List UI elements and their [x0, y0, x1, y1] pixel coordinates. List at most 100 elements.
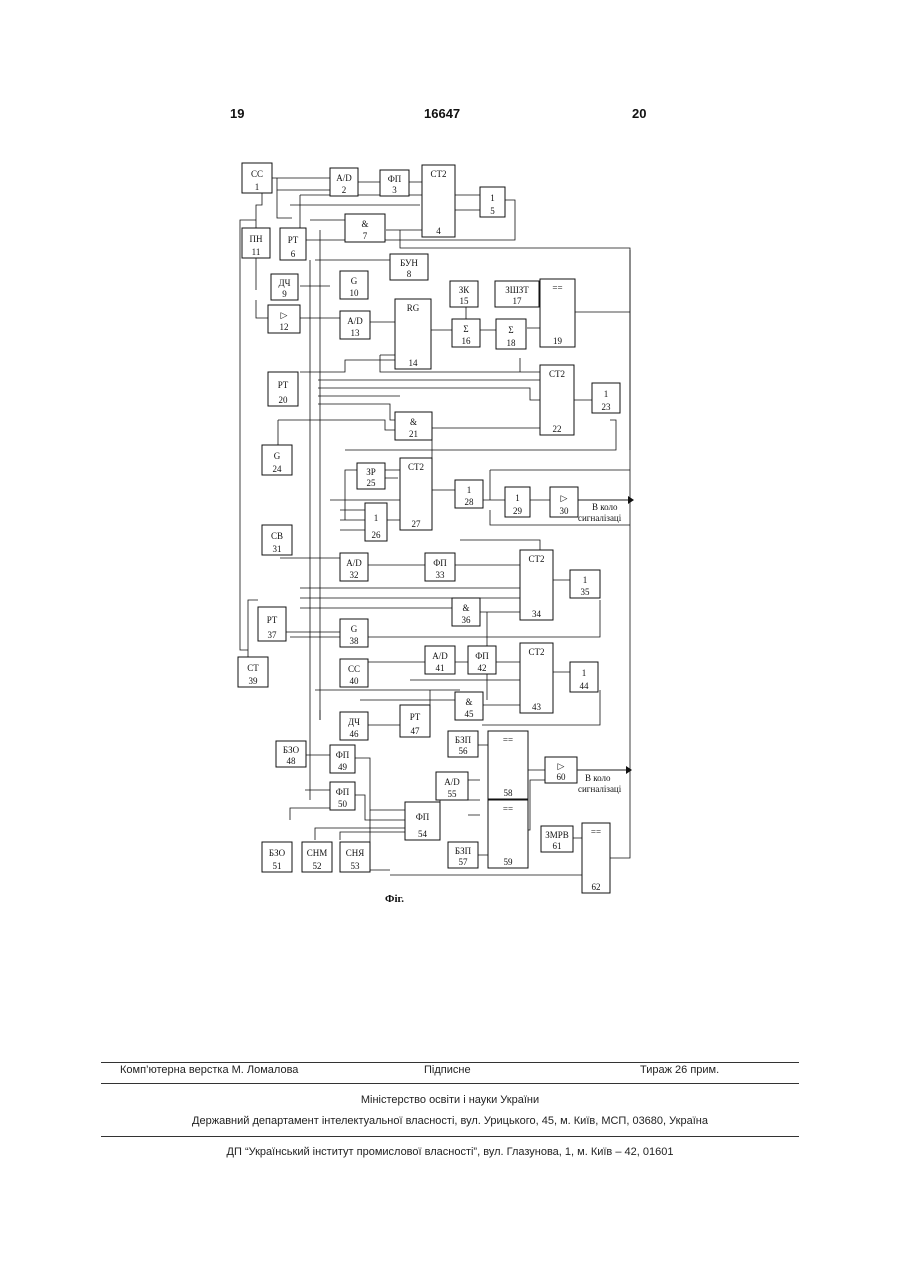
block-13-number: 13 — [351, 328, 361, 338]
block-59-label: == — [503, 804, 513, 814]
block-54: ФП54 — [405, 802, 440, 840]
block-38: G38 — [340, 619, 368, 647]
block-6-label: РТ — [288, 235, 299, 245]
block-53-number: 53 — [351, 861, 361, 871]
block-3: ФП3 — [380, 170, 409, 196]
block-26-number: 26 — [372, 530, 382, 540]
block-58-number: 58 — [504, 788, 514, 798]
block-41-label: A/D — [432, 651, 448, 661]
block-9: ДЧ9 — [271, 274, 298, 300]
block-57: БЗП57 — [448, 842, 478, 868]
block-46: ДЧ46 — [340, 712, 368, 740]
block-52-number: 52 — [313, 861, 322, 871]
block-40: СС40 — [340, 659, 368, 687]
block-39: СТ39 — [238, 657, 268, 687]
block-56-label: БЗП — [455, 735, 472, 745]
block-9-label: ДЧ — [279, 278, 291, 288]
block-7: &7 — [345, 214, 385, 242]
block-32: A/D32 — [340, 553, 368, 581]
block-50-number: 50 — [338, 799, 348, 809]
footer-rule-3 — [101, 1136, 799, 1137]
block-55: A/D55 — [436, 772, 468, 800]
block-55-number: 55 — [448, 789, 458, 799]
block-57-label: БЗП — [455, 846, 472, 856]
block-4-label: СТ2 — [430, 169, 446, 179]
block-30: ▷ 30 — [550, 487, 578, 517]
block-41: A/D 41 — [425, 646, 455, 674]
footer-department: Державний департамент інтелектуальної вл… — [101, 1115, 799, 1127]
block-42-label: ФП — [475, 651, 489, 661]
block-3-label: ФП — [388, 174, 402, 184]
block-18-label: Σ — [508, 325, 513, 335]
block-58-label: == — [503, 735, 513, 745]
block-18-number: 18 — [507, 338, 517, 348]
block-34-label: СТ2 — [528, 554, 544, 564]
output-label-alarm-2: В коло сигналізаці — [578, 766, 632, 794]
block-25-number: 25 — [367, 478, 377, 488]
block-42-number: 42 — [478, 663, 487, 673]
block-32-number: 32 — [350, 570, 359, 580]
block-34: СТ234 — [520, 550, 553, 620]
block-61-label: ЗМРВ — [545, 830, 569, 840]
block-12: ▷12 — [268, 305, 300, 333]
block-16-number: 16 — [462, 336, 472, 346]
block-52: СНМ 52 — [302, 842, 332, 872]
block-5: 15 — [480, 187, 505, 217]
block-53: СНЯ53 — [340, 842, 370, 872]
footer-ministry: Міністерство освіти і науки України — [101, 1094, 799, 1106]
block-58: == 58 — [488, 731, 528, 799]
block-18: Σ 18 — [496, 319, 526, 349]
block-27-number: 27 — [412, 519, 422, 529]
block-24-label: G — [274, 451, 281, 461]
block-59: ==59 — [488, 800, 528, 868]
block-29: 129 — [505, 487, 530, 517]
block-1-number: 1 — [255, 182, 260, 192]
block-52-label: СНМ — [307, 848, 328, 858]
block-28-number: 28 — [465, 497, 475, 507]
block-15-label: ЗК — [459, 285, 471, 295]
block-44: 144 — [570, 662, 598, 692]
block-15-number: 15 — [460, 296, 470, 306]
block-14-label: RG — [407, 303, 420, 313]
block-39-number: 39 — [249, 676, 259, 686]
block-30-label: ▷ — [561, 493, 568, 503]
block-50: ФП50 — [330, 782, 355, 810]
block-26: 126 — [365, 503, 387, 541]
block-5-number: 5 — [490, 206, 495, 216]
block-38-number: 38 — [350, 636, 360, 646]
block-17-number: 17 — [513, 296, 523, 306]
footer-signed: Підписне — [424, 1064, 471, 1076]
block-27: СТ227 — [400, 458, 432, 530]
block-30-number: 30 — [560, 506, 570, 516]
block-17: ЗШЗТ17 — [495, 281, 539, 307]
block-31-label: СВ — [271, 531, 283, 541]
output-1-line1: В коло — [592, 502, 618, 512]
block-45-number: 45 — [465, 709, 475, 719]
block-21: &21 — [395, 412, 432, 440]
block-33: ФП33 — [425, 553, 455, 581]
block-36-number: 36 — [462, 615, 472, 625]
block-4-number: 4 — [436, 226, 441, 236]
block-12-label: ▷ — [281, 310, 288, 320]
block-9-number: 9 — [282, 289, 287, 299]
block-31: СВ31 — [262, 525, 292, 555]
block-43-number: 43 — [532, 702, 542, 712]
block-62-label: == — [591, 827, 601, 837]
block-20-number: 20 — [279, 395, 289, 405]
block-37-label: РТ — [267, 615, 278, 625]
block-6-number: 6 — [291, 249, 296, 259]
footer-rule-2 — [101, 1083, 799, 1084]
block-51-number: 51 — [273, 861, 282, 871]
block-40-number: 40 — [350, 676, 360, 686]
block-10-number: 10 — [350, 288, 360, 298]
block-24-number: 24 — [273, 464, 283, 474]
block-23-number: 23 — [602, 402, 612, 412]
block-56-number: 56 — [459, 746, 469, 756]
block-24: G 24 — [262, 445, 292, 475]
block-3-number: 3 — [392, 185, 397, 195]
block-23: 123 — [592, 383, 620, 413]
block-45: &45 — [455, 692, 483, 720]
block-48: БЗО48 — [276, 741, 306, 767]
block-29-number: 29 — [513, 506, 523, 516]
block-41-number: 41 — [436, 663, 445, 673]
